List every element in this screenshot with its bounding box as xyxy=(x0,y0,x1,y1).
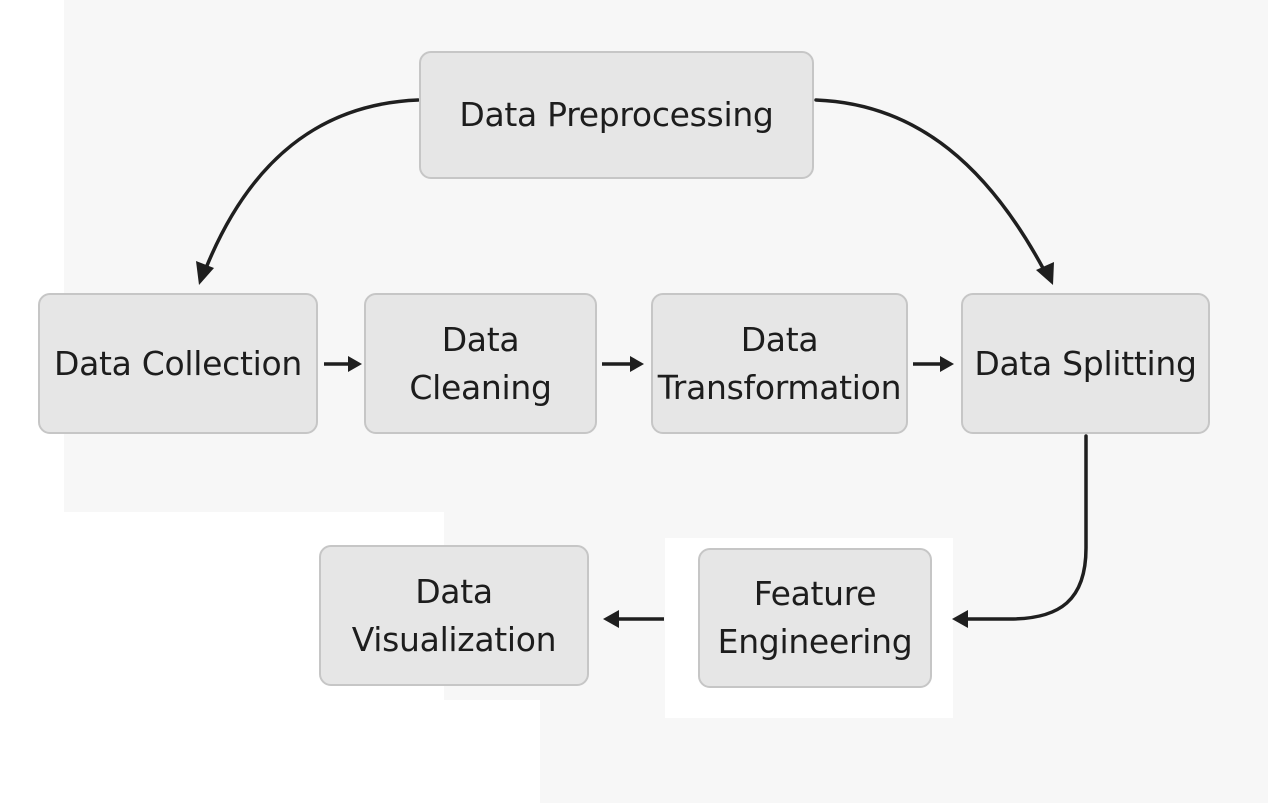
arrowhead-icon xyxy=(196,261,214,285)
node-label: Visualization xyxy=(351,619,557,659)
node-data-splitting: Data Splitting xyxy=(961,293,1210,434)
node-label: Data Collection xyxy=(53,343,302,383)
arrow-splitting-to-feature-engineering xyxy=(966,434,1088,621)
node-label: Data Splitting xyxy=(974,343,1197,383)
node-label: Cleaning xyxy=(409,367,552,407)
node-label: Feature xyxy=(753,574,877,613)
node-data-transformation: Data Transformation xyxy=(651,293,908,434)
arrow-preprocessing-to-splitting xyxy=(814,98,1046,272)
node-data-cleaning: Data Cleaning xyxy=(364,293,597,434)
arrowhead-icon xyxy=(603,610,619,628)
arrowhead-icon xyxy=(348,356,362,372)
node-label: Data xyxy=(740,319,819,359)
arrowhead-icon xyxy=(630,356,644,372)
arrowhead-icon xyxy=(1036,262,1054,285)
arrow-preprocessing-to-collection xyxy=(204,98,420,270)
background-patch xyxy=(240,700,540,803)
node-label: Data xyxy=(415,571,493,611)
node-label: Engineering xyxy=(717,622,913,661)
node-label: Data Preprocessing xyxy=(459,95,774,134)
node-feature-engineering: Feature Engineering xyxy=(698,548,932,688)
node-data-collection: Data Collection xyxy=(38,293,318,434)
node-data-visualization: Data Visualization xyxy=(319,545,589,686)
arrowhead-icon xyxy=(952,610,968,628)
node-label: Data xyxy=(441,319,520,359)
arrowhead-icon xyxy=(940,356,954,372)
node-data-preprocessing: Data Preprocessing xyxy=(419,51,814,179)
node-label: Transformation xyxy=(657,367,902,407)
